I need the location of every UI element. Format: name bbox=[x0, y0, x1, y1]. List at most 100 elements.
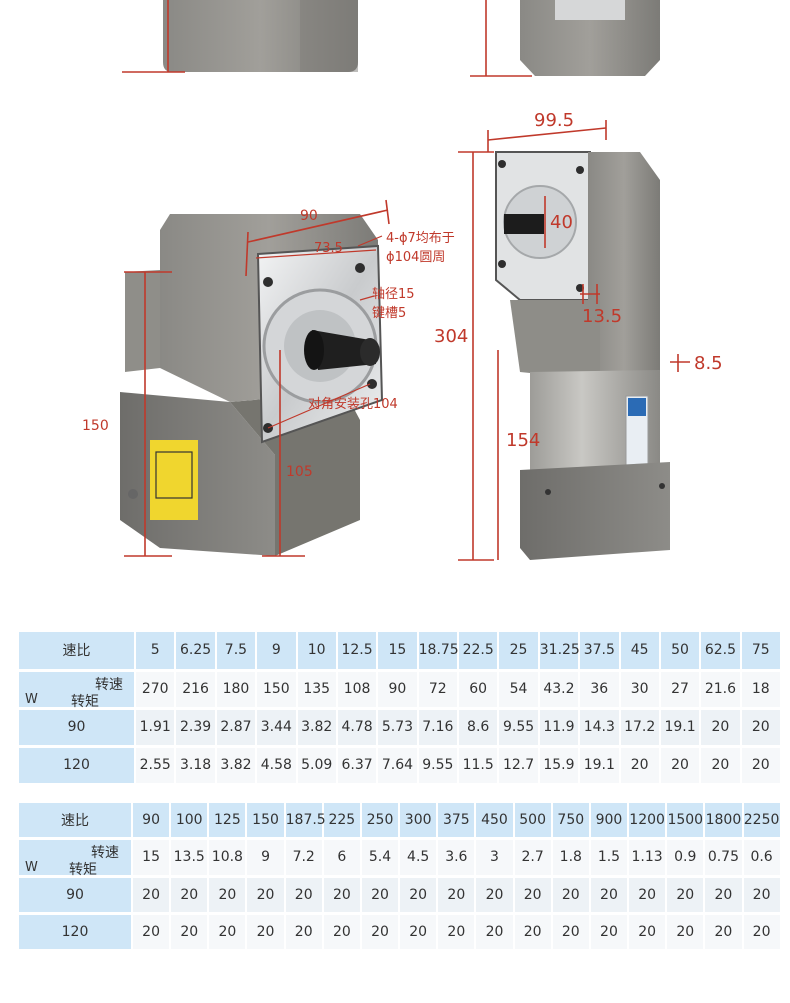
torque-cell: 20 bbox=[628, 913, 668, 952]
speed-cell: 90 bbox=[377, 670, 419, 710]
torque-cell: 20 bbox=[740, 746, 783, 786]
torque-cell: 17.2 bbox=[619, 708, 661, 748]
torque-row-90w: 90 1.91 2.39 2.87 3.44 3.82 4.78 5.73 7.… bbox=[19, 708, 783, 748]
w-speed-torque-label: W 转速 转矩 bbox=[19, 670, 136, 710]
torque-cell: 20 bbox=[551, 913, 591, 952]
torque-cell: 20 bbox=[704, 876, 744, 915]
dim-total-height: 304 bbox=[434, 326, 468, 347]
torque-cell: 20 bbox=[700, 746, 742, 786]
torque-cell: 20 bbox=[246, 876, 286, 915]
dim-shaft-len: 13.5 bbox=[582, 306, 622, 327]
ratio-cell: 75 bbox=[740, 632, 783, 672]
torque-row-90w: 90 20 20 20 20 20 20 20 20 20 20 20 20 2… bbox=[19, 876, 782, 915]
ratio-cell: 12.5 bbox=[336, 632, 379, 672]
torque-cell: 20 bbox=[132, 913, 172, 952]
speed-cell: 9 bbox=[246, 838, 286, 878]
ratio-cell: 18.75 bbox=[417, 632, 460, 672]
ratio-cell: 7.5 bbox=[215, 632, 258, 672]
dim-front-width: 90 bbox=[300, 208, 318, 224]
torque-cell: 11.9 bbox=[538, 708, 581, 748]
ratio-cell: 62.5 bbox=[700, 632, 742, 672]
torque-cell: 3.44 bbox=[256, 708, 298, 748]
dim-side-width: 99.5 bbox=[534, 110, 574, 131]
left-gearbox bbox=[120, 214, 384, 556]
speed-cell: 18 bbox=[740, 670, 783, 710]
warning-label bbox=[150, 440, 198, 520]
ratio-cell: 500 bbox=[513, 803, 553, 840]
torque-cell: 12.7 bbox=[498, 746, 540, 786]
ratio-cell: 37.5 bbox=[579, 632, 621, 672]
speed-cell: 72 bbox=[417, 670, 460, 710]
ratio-cell: 750 bbox=[551, 803, 591, 840]
torque-cell: 15.9 bbox=[538, 746, 581, 786]
ratio-cell: 125 bbox=[208, 803, 248, 840]
speed-cell: 180 bbox=[215, 670, 258, 710]
torque-cell: 4.78 bbox=[336, 708, 379, 748]
torque-cell: 19.1 bbox=[579, 746, 621, 786]
speed-cell: 30 bbox=[619, 670, 661, 710]
torque-cell: 20 bbox=[740, 708, 783, 748]
torque-cell: 20 bbox=[475, 876, 515, 915]
torque-cell: 5.73 bbox=[377, 708, 419, 748]
torque-cell: 8.6 bbox=[458, 708, 500, 748]
torque-cell: 20 bbox=[666, 913, 706, 952]
torque-cell: 20 bbox=[704, 913, 744, 952]
ratio-cell: 450 bbox=[475, 803, 515, 840]
torque-cell: 20 bbox=[700, 708, 742, 748]
torque-cell: 7.64 bbox=[377, 746, 419, 786]
torque-cell: 20 bbox=[170, 913, 210, 952]
speed-cell: 15 bbox=[132, 838, 172, 878]
torque-cell: 20 bbox=[666, 876, 706, 915]
speed-cell: 13.5 bbox=[170, 838, 210, 878]
torque-cell: 3.82 bbox=[296, 708, 338, 748]
ratio-cell: 1500 bbox=[666, 803, 706, 840]
ratio-label: 速比 bbox=[19, 803, 133, 840]
torque-cell: 20 bbox=[513, 876, 553, 915]
speed-cell: 36 bbox=[579, 670, 621, 710]
torque-cell: 20 bbox=[132, 876, 172, 915]
torque-cell: 5.09 bbox=[296, 746, 338, 786]
torque-cell: 20 bbox=[399, 913, 439, 952]
speed-cell: 150 bbox=[256, 670, 298, 710]
speed-cell: 0.75 bbox=[704, 838, 744, 878]
right-gearbox bbox=[495, 151, 670, 560]
torque-cell: 20 bbox=[437, 876, 477, 915]
torque-cell: 20 bbox=[589, 876, 630, 915]
left-dimension-lines bbox=[124, 199, 390, 557]
ratio-cell: 2250 bbox=[742, 803, 782, 840]
speed-cell: 5.4 bbox=[360, 838, 401, 878]
speed-cell: 0.6 bbox=[742, 838, 782, 878]
note-shaft-2: 键槽5 bbox=[372, 306, 406, 321]
speed-cell: 10.8 bbox=[208, 838, 248, 878]
w-90-label: 90 bbox=[19, 876, 133, 915]
torque-label: 转矩 bbox=[69, 861, 97, 878]
torque-cell: 20 bbox=[360, 876, 401, 915]
w-120-label: 120 bbox=[19, 913, 133, 952]
speed-row: W 转速 转矩 270 216 180 150 135 108 90 72 60… bbox=[19, 670, 783, 710]
ratio-cell: 25 bbox=[498, 632, 540, 672]
torque-label: 转矩 bbox=[71, 693, 99, 710]
torque-cell: 19.1 bbox=[659, 708, 702, 748]
torque-cell: 20 bbox=[589, 913, 630, 952]
ratio-cell: 50 bbox=[659, 632, 702, 672]
top-right-gearbox-partial bbox=[520, 0, 660, 76]
speed-cell: 1.8 bbox=[551, 838, 591, 878]
speed-cell: 0.9 bbox=[666, 838, 706, 878]
torque-cell: 20 bbox=[208, 913, 248, 952]
torque-cell: 20 bbox=[437, 913, 477, 952]
torque-row-120w: 120 2.55 3.18 3.82 4.58 5.09 6.37 7.64 9… bbox=[19, 746, 783, 786]
speed-cell: 3 bbox=[475, 838, 515, 878]
speed-row: W 转速 转矩 15 13.5 10.8 9 7.2 6 5.4 4.5 3.6… bbox=[19, 838, 782, 878]
dim-motor-height: 154 bbox=[506, 430, 540, 451]
w-label: W bbox=[25, 691, 38, 707]
torque-cell: 2.39 bbox=[175, 708, 217, 748]
ratio-cell: 45 bbox=[619, 632, 661, 672]
ratio-cell: 900 bbox=[589, 803, 630, 840]
ratio-cell: 300 bbox=[399, 803, 439, 840]
ratio-cell: 90 bbox=[132, 803, 172, 840]
speed-cell: 1.5 bbox=[589, 838, 630, 878]
torque-cell: 20 bbox=[322, 913, 362, 952]
speed-cell: 216 bbox=[175, 670, 217, 710]
note-diag-holes: 对角安装孔104 bbox=[308, 397, 398, 412]
speed-cell: 108 bbox=[336, 670, 379, 710]
